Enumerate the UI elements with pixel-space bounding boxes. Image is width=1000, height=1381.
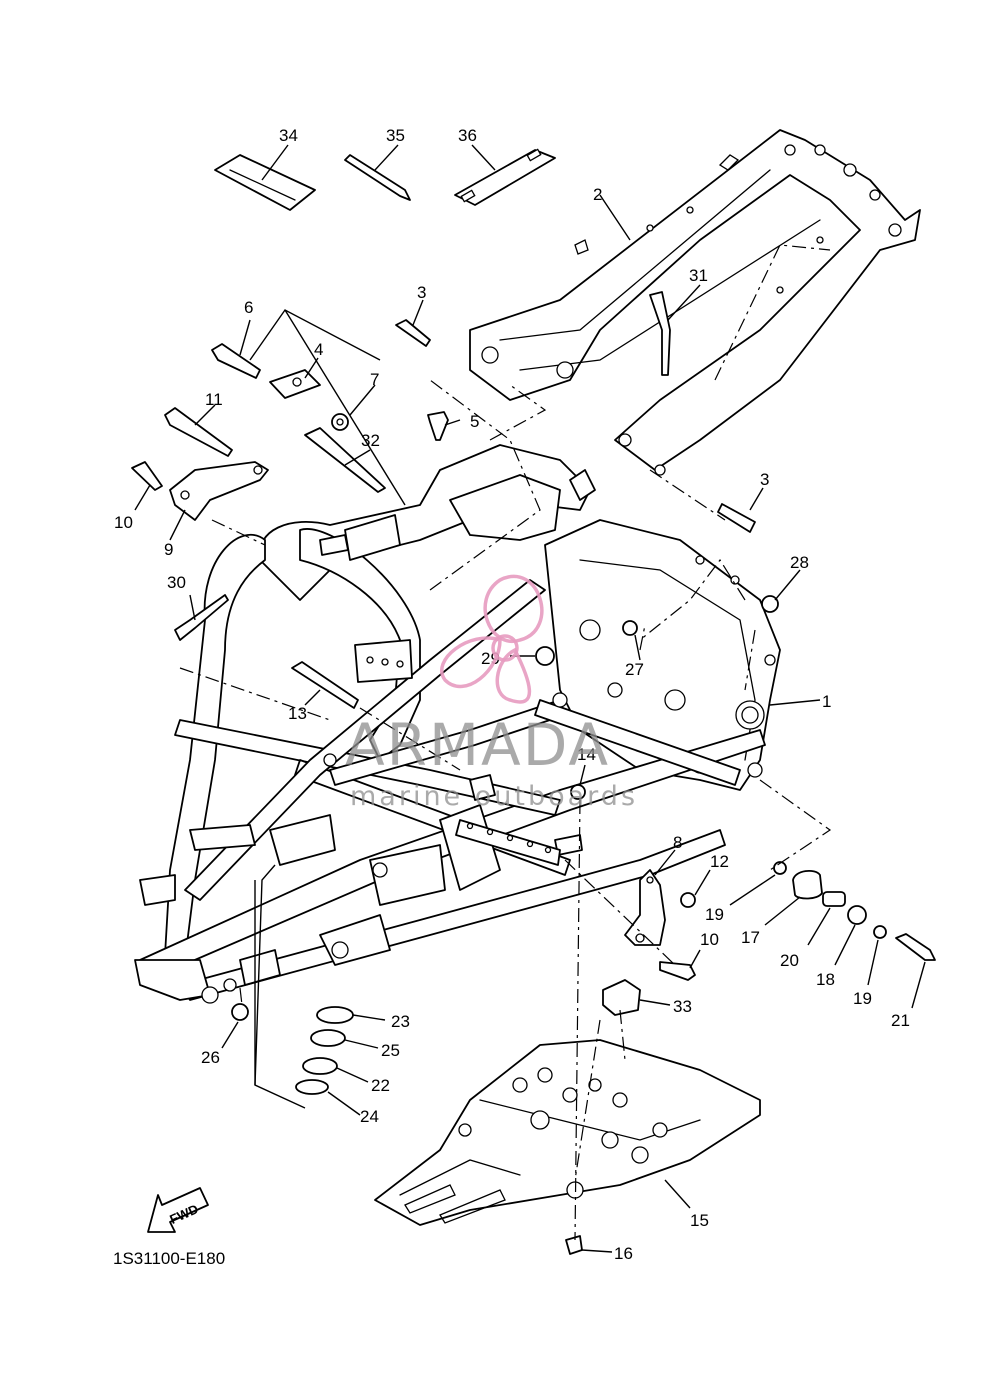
callout-label: 18 (816, 970, 835, 989)
callout-label: 15 (690, 1211, 709, 1230)
diagram-code: 1S31100-E180 (113, 1249, 225, 1268)
part-12-nut (680, 892, 696, 908)
part-34-pad (214, 154, 316, 211)
callout-label: 19 (705, 905, 724, 924)
callout-label: 10 (114, 513, 133, 532)
part-19-washer-b (873, 925, 887, 939)
part-10-bolt-right (659, 961, 696, 981)
callout-label: 20 (780, 951, 799, 970)
callout-label: 27 (625, 660, 644, 679)
callout-label: 1 (822, 692, 831, 711)
part-24-seal (295, 1079, 329, 1095)
part-23-seal (316, 1006, 354, 1024)
part-9-bracket (169, 461, 269, 521)
callout-label: 16 (614, 1244, 633, 1263)
callout-label: 30 (167, 573, 186, 592)
part-5-screw (427, 411, 449, 441)
callout-label: 24 (360, 1107, 379, 1126)
part-13-bolt (291, 661, 359, 709)
part-16-bolt (565, 1235, 583, 1255)
watermark-brand: ARMADA (345, 711, 610, 779)
callout-label: 22 (371, 1076, 390, 1095)
callout-label: 32 (361, 431, 380, 450)
part-6-bolt (211, 343, 261, 379)
armada-logo (440, 574, 544, 704)
main-frame (134, 444, 781, 1004)
part-17-bushing (792, 869, 823, 900)
part-19-washer-a (773, 861, 787, 875)
part-8-bracket (624, 869, 666, 946)
part-33-block (602, 979, 641, 1016)
callout-label: 12 (710, 852, 729, 871)
part-3-bolt-upper (395, 319, 431, 347)
part-29-plug (535, 646, 555, 666)
part-26-bushing (231, 1003, 249, 1021)
callout-labels: 1 2 3 3 4 5 6 7 8 9 10 10 11 12 13 14 15… (114, 126, 910, 1263)
callout-label: 6 (244, 298, 253, 317)
callout-label: 31 (689, 266, 708, 285)
part-20-collar (822, 891, 846, 907)
part-27-grommet (622, 620, 638, 636)
callout-label: 36 (458, 126, 477, 145)
callout-label: 25 (381, 1041, 400, 1060)
callout-label: 21 (891, 1011, 910, 1030)
part-21-bolt (895, 933, 936, 961)
callout-label: 17 (741, 928, 760, 947)
rear-frame (469, 129, 921, 476)
callout-label: 9 (164, 540, 173, 559)
part-30-clamp (174, 594, 229, 641)
callout-label: 23 (391, 1012, 410, 1031)
callout-label: 35 (386, 126, 405, 145)
callout-label: 33 (673, 997, 692, 1016)
fwd-arrow: FWD (147, 1187, 209, 1233)
group-brackets (249, 309, 406, 1109)
part-10-bolt-left (131, 461, 163, 491)
callout-label: 3 (760, 470, 769, 489)
part-28-nut (761, 595, 779, 613)
callout-label: 34 (279, 126, 298, 145)
callout-label: 19 (853, 989, 872, 1008)
callout-label: 8 (673, 833, 682, 852)
part-22-bearing (302, 1057, 338, 1075)
callout-label: 13 (288, 704, 307, 723)
callout-label: 14 (577, 745, 596, 764)
watermark: ARMADA marine outboards (345, 574, 638, 812)
part-3-bolt-lower (717, 503, 756, 533)
assembly-lines (179, 244, 832, 1241)
callout-label: 3 (417, 283, 426, 302)
callout-label: 11 (205, 390, 223, 409)
part-35-pin (344, 154, 411, 201)
callout-label: 10 (700, 930, 719, 949)
leader-lines (134, 144, 926, 1253)
callout-label: 4 (314, 340, 323, 359)
callout-label: 26 (201, 1048, 220, 1067)
part-14-nut (570, 784, 586, 800)
callout-label: 5 (470, 412, 479, 431)
part-18-bushing (847, 905, 867, 925)
part-32-strip (304, 427, 386, 493)
part-25-bearing (310, 1029, 346, 1047)
skid-plate (374, 1039, 761, 1226)
callout-label: 28 (790, 553, 809, 572)
part-11-bolt (164, 407, 233, 457)
part-31-clamp (649, 291, 671, 376)
callout-label: 2 (593, 185, 602, 204)
part-36-strap (454, 149, 556, 206)
callout-label: 7 (370, 370, 379, 389)
watermark-tagline: marine outboards (350, 781, 638, 812)
